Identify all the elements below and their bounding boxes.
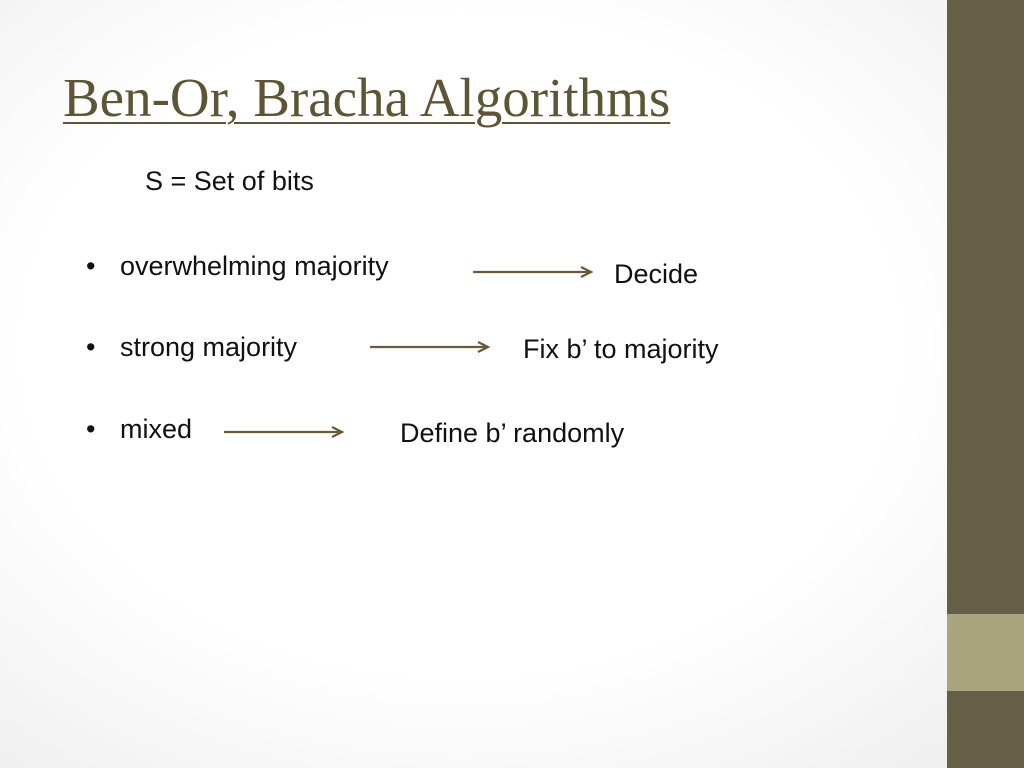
side-bar-accent — [947, 614, 1024, 691]
bullet-text: mixed — [120, 414, 193, 444]
result-fix-b-to-majority: Fix b’ to majority — [523, 334, 719, 364]
bullet-dot: • — [86, 332, 96, 362]
right-arrow-icon — [370, 341, 491, 353]
bullet-text: strong majority — [120, 332, 298, 362]
bullet-dot: • — [86, 414, 96, 444]
bullet-text: overwhelming majority — [120, 251, 389, 281]
result-define-b-randomly: Define b’ randomly — [400, 418, 625, 448]
right-arrow-icon — [224, 426, 345, 438]
result-decide: Decide — [614, 259, 699, 289]
subtitle: S = Set of bits — [145, 166, 314, 196]
bullet-dot: • — [86, 251, 96, 281]
slide-title: Ben-Or, Bracha Algorithms — [63, 67, 671, 128]
right-arrow-icon — [473, 266, 594, 278]
